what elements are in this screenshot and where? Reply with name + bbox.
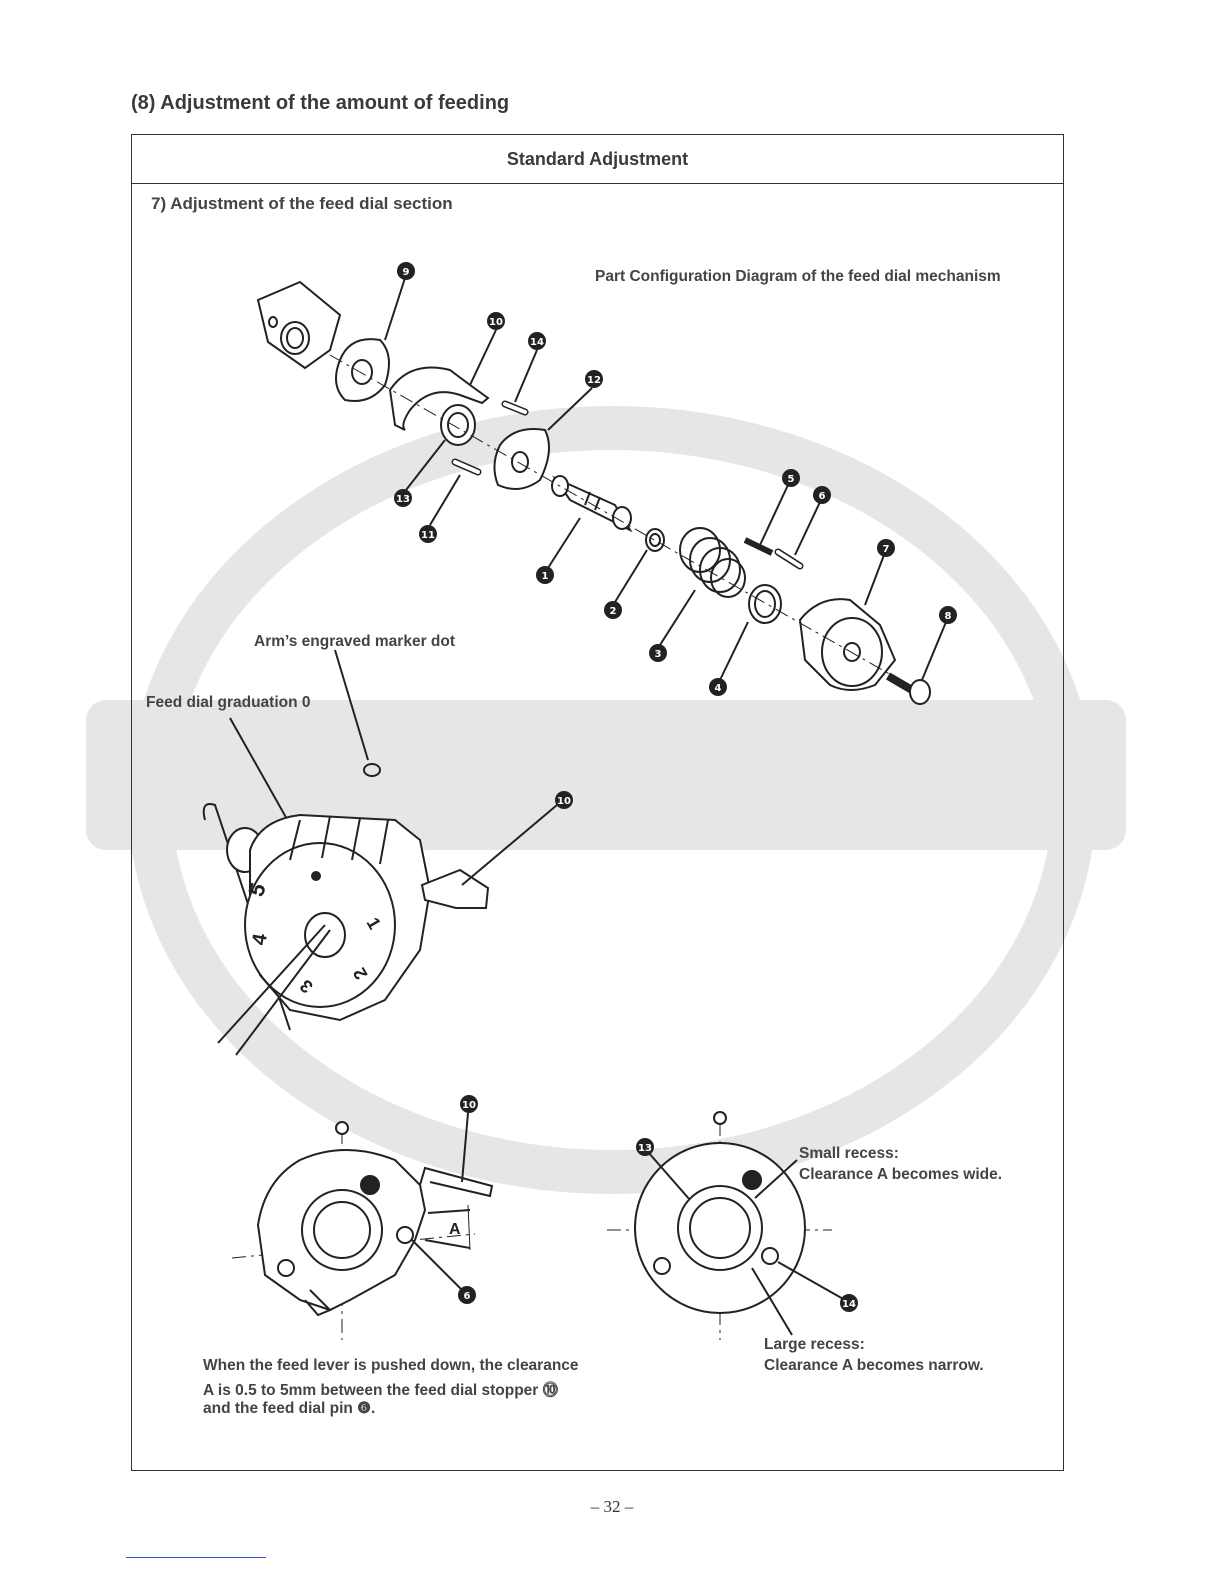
section-title: (8) Adjustment of the amount of feeding	[131, 92, 510, 114]
page-number: – 32 –	[590, 1497, 634, 1516]
part-1-shaft	[551, 475, 633, 533]
part-marker-9: 9	[397, 262, 415, 280]
large-recess-label: Large recess:	[764, 1336, 865, 1353]
part-marker-7: 7	[877, 539, 895, 557]
part-marker-6: 6	[813, 486, 831, 504]
dial-mark-4: 4	[248, 931, 272, 947]
part-marker-5: 5	[782, 469, 800, 487]
part-marker-10-clearance: 10	[460, 1095, 478, 1113]
svg-text:9: 9	[403, 267, 410, 278]
part-marker-13: 13	[394, 489, 412, 507]
svg-text:13: 13	[396, 494, 410, 505]
part-marker-3: 3	[649, 644, 667, 662]
part-marker-2: 2	[604, 601, 622, 619]
part-9-plate	[335, 338, 390, 402]
arm-marker-label: Arm’s engraved marker dot	[254, 633, 456, 650]
arm-bracket	[256, 280, 342, 370]
clearance-a-label: A	[449, 1221, 461, 1238]
svg-text:4: 4	[715, 683, 722, 694]
svg-text:10: 10	[557, 796, 571, 807]
svg-text:1: 1	[542, 571, 549, 582]
svg-text:10: 10	[462, 1100, 476, 1111]
large-recess-desc: Clearance A becomes narrow.	[764, 1357, 984, 1374]
part-marker-4: 4	[709, 678, 727, 696]
svg-text:13: 13	[638, 1143, 652, 1154]
svg-text:2: 2	[610, 606, 617, 617]
svg-text:6: 6	[464, 1291, 471, 1302]
part-marker-14-recess: 14	[840, 1294, 858, 1312]
part-marker-6-clearance: 6	[458, 1286, 476, 1304]
svg-text:5: 5	[788, 474, 795, 485]
part-number-markers: 9 10 14 12 13 11 1 2 3 4 5 6 7 8 10 10 6…	[394, 262, 957, 1312]
svg-text:6: 6	[819, 491, 826, 502]
part-marker-14: 14	[528, 332, 546, 350]
svg-text:7: 7	[883, 544, 890, 555]
svg-text:12: 12	[587, 375, 601, 386]
svg-text:11: 11	[421, 530, 435, 541]
part-marker-10: 10	[487, 312, 505, 330]
note-line-1: When the feed lever is pushed down, the …	[203, 1357, 579, 1374]
part-marker-12: 12	[585, 370, 603, 388]
small-recess-label: Small recess:	[799, 1145, 899, 1162]
feed-dial-graduation-label: Feed dial graduation 0	[146, 694, 311, 711]
clearance-view	[231, 1112, 494, 1340]
part-3-spring	[679, 527, 746, 598]
part-marker-13-recess: 13	[636, 1138, 654, 1156]
svg-text:8: 8	[945, 611, 952, 622]
part-marker-11: 11	[419, 525, 437, 543]
subsection-title: 7) Adjustment of the feed dial section	[151, 194, 453, 213]
dial-assembly-view	[202, 803, 558, 1056]
part-7-dial	[798, 598, 897, 691]
svg-text:14: 14	[530, 337, 544, 348]
note-line-2: A is 0.5 to 5mm between the feed dial st…	[203, 1382, 559, 1399]
part-marker-1: 1	[536, 566, 554, 584]
svg-text:3: 3	[655, 649, 662, 660]
small-recess-desc: Clearance A becomes wide.	[799, 1166, 1003, 1183]
svg-text:10: 10	[489, 317, 503, 328]
adjustment-table: Standard Adjustment	[131, 134, 1064, 1471]
table-header: Standard Adjustment	[132, 135, 1063, 184]
part-10-stopper	[388, 366, 490, 431]
note-line-3: and the feed dial pin ❻.	[203, 1400, 376, 1417]
diagram-caption: Part Configuration Diagram of the feed d…	[595, 268, 1001, 285]
part-marker-10-dial: 10	[555, 791, 573, 809]
svg-text:14: 14	[842, 1299, 856, 1310]
footer-rule	[126, 1557, 266, 1558]
recess-view	[607, 1111, 846, 1340]
part-marker-8: 8	[939, 606, 957, 624]
